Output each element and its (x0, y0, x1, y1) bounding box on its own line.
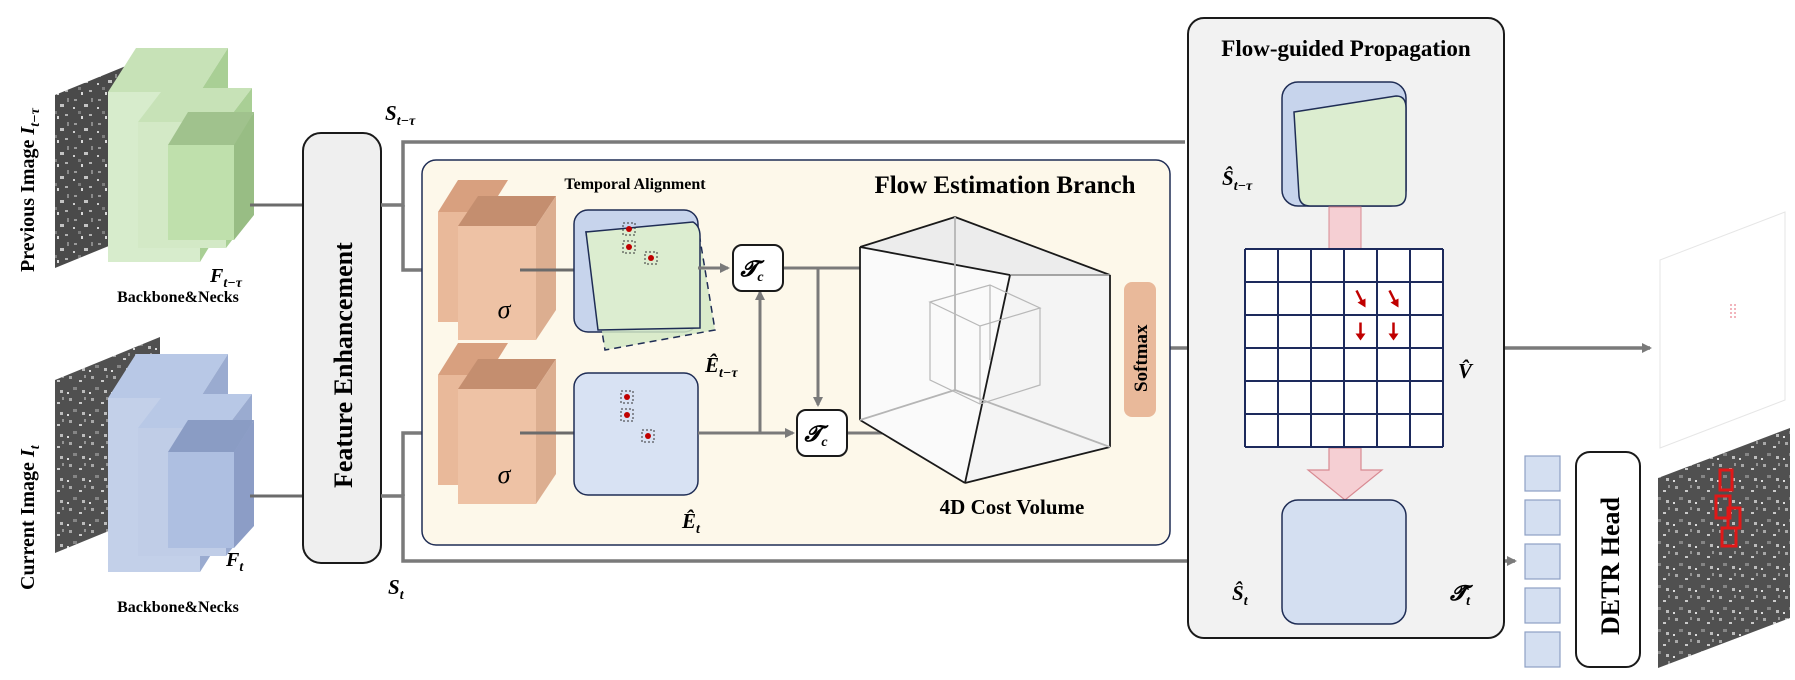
v-hat-label: V̂ (1458, 359, 1474, 383)
e-prev-map (573, 209, 716, 351)
current-image-label: Current Image It (17, 444, 43, 590)
sigma-top: σ (498, 295, 512, 324)
e-cur-map (573, 372, 699, 496)
flow-arrow-head (1388, 333, 1399, 341)
s-prev-hat-label: Ŝt−τ (1222, 166, 1253, 194)
sigma-block-top (438, 180, 556, 340)
flow-arrow-head (1357, 298, 1366, 308)
feature-enhancement-box (302, 132, 382, 564)
flow-arrow-head (1355, 333, 1366, 341)
backbone-cur-blocks (108, 354, 254, 572)
e-prev-label: Êt−τ (704, 353, 738, 381)
query-tokens (1524, 455, 1561, 668)
tc-operator-bottom (796, 409, 848, 457)
current-image-column: Current Image It Ft Backbone&Necks (17, 337, 254, 616)
flow-grid (1244, 248, 1444, 448)
tiny-dot-cluster (1730, 304, 1736, 318)
backbone-label-bottom: Backbone&Necks (117, 599, 239, 616)
s-cur-hat-label: Ŝt (1232, 581, 1249, 609)
keypoints-prev (622, 222, 658, 265)
sigma-bottom: σ (498, 460, 512, 489)
sigma-outputs (520, 268, 574, 435)
flow-estimation-title: Flow Estimation Branch (874, 172, 1135, 199)
s-cur-label: St (388, 575, 405, 603)
s-cur-hat-map (1281, 499, 1407, 625)
flow-guided-title: Flow-guided Propagation (1221, 36, 1471, 61)
transfer-bar-top (1328, 206, 1362, 250)
s-prev-hat-map (1281, 81, 1407, 207)
cost-volume-label: 4D Cost Volume (940, 495, 1085, 519)
cost-volume-cube (859, 216, 1111, 484)
backbone-label-top: Backbone&Necks (117, 289, 239, 306)
softmax-label: Softmax (1131, 324, 1152, 392)
feature-cur-label: Ft (225, 549, 244, 575)
flow-arrow-head (1390, 298, 1399, 308)
backbone-connectors (250, 203, 303, 498)
e-cur-label: Êt (681, 509, 701, 537)
temporal-alignment-label: Temporal Alignment (564, 176, 706, 193)
feature-enhancement-label: Feature Enhancement (329, 242, 358, 488)
sigma-block-bottom (438, 343, 556, 504)
feature-prev-label: Ft−τ (209, 265, 243, 291)
transfer-arrow-bottom (1306, 447, 1384, 501)
tc-operator-top (732, 244, 784, 292)
detr-head-box (1575, 451, 1641, 668)
previous-image-column: Previous Image It−τ Ft−τ Backbone&Necks (17, 48, 254, 306)
previous-image-label: Previous Image It−τ (17, 107, 43, 272)
s-prev-label: St−τ (385, 101, 416, 129)
output-map-top (1659, 211, 1786, 449)
detection-boxes (1714, 468, 1742, 548)
detection-output-image (1658, 428, 1790, 668)
softmax-box (1124, 282, 1156, 417)
detr-head-label: DETR Head (1596, 497, 1625, 636)
backbone-prev-blocks (108, 48, 254, 262)
